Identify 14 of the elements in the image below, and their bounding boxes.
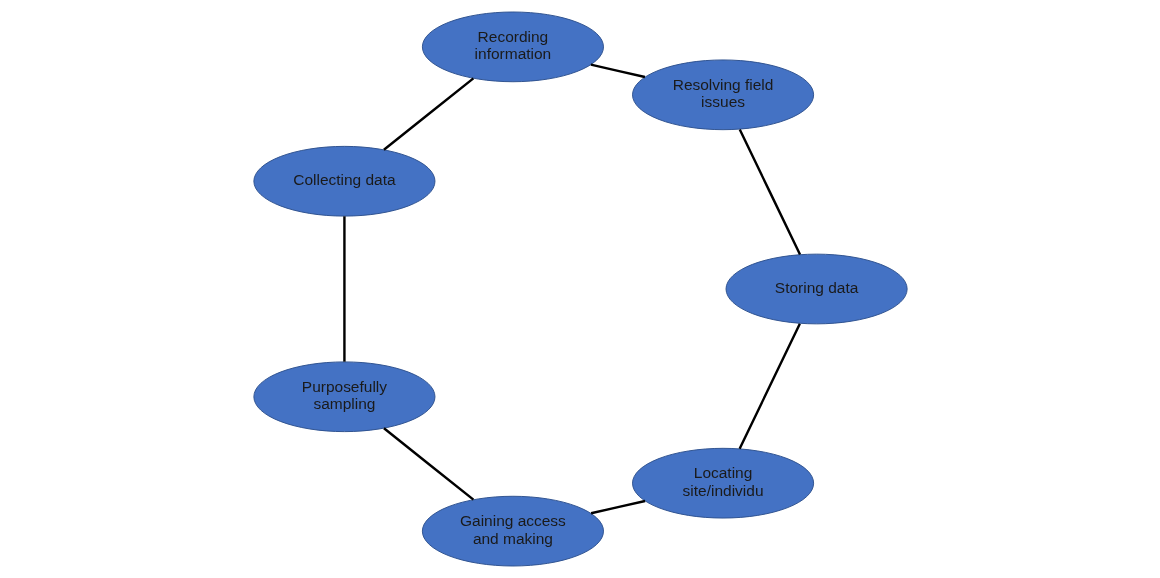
connector xyxy=(382,427,474,501)
connector xyxy=(590,499,645,515)
connector xyxy=(590,63,645,79)
node-ellipse: Recording information xyxy=(421,11,604,83)
node-ellipse: Collecting data xyxy=(252,145,435,217)
connector xyxy=(342,216,346,362)
connector xyxy=(382,77,474,151)
connector xyxy=(738,129,801,256)
node-ellipse: Locating site/individu xyxy=(631,447,814,519)
node-ellipse: Gaining access and making xyxy=(421,495,604,567)
node-ellipse: Purposefully sampling xyxy=(252,361,435,433)
node-ellipse: Storing data xyxy=(725,253,908,325)
connector xyxy=(738,323,801,450)
node-ellipse: Resolving field issues xyxy=(631,59,814,131)
